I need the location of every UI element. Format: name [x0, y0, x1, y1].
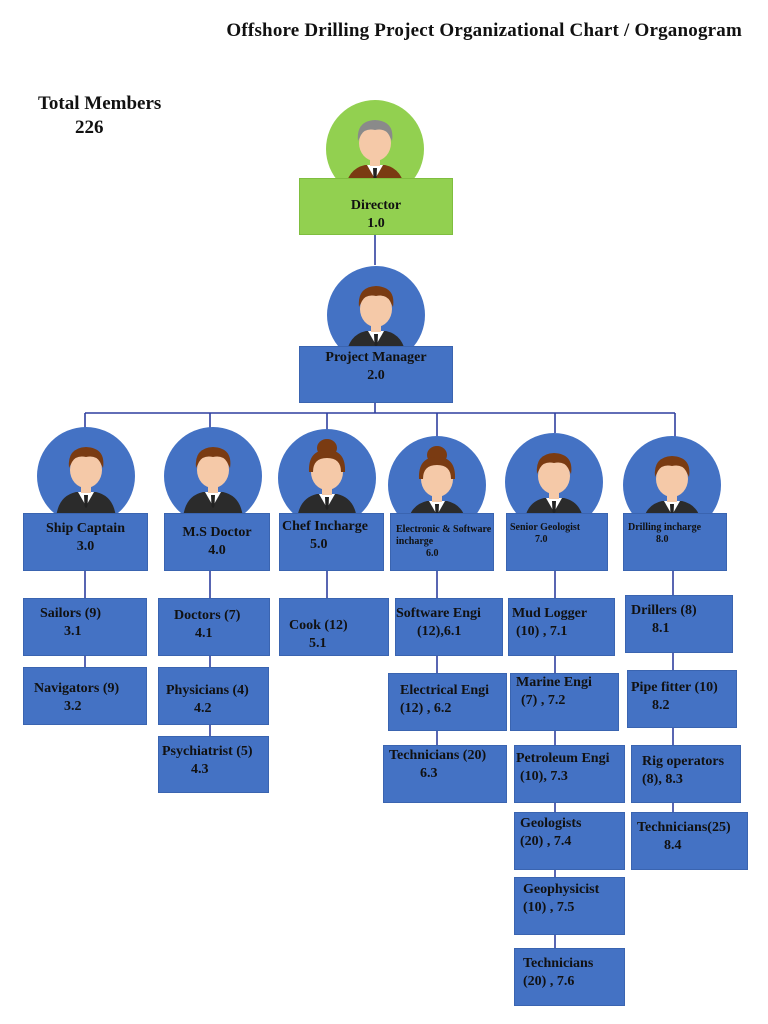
- person-icon: [37, 427, 135, 525]
- sub-line1: Electrical Engi: [400, 683, 490, 698]
- sub-line2: (10), 7.3: [520, 769, 568, 784]
- sub-box-geologists: Geologists (20) , 7.4: [514, 812, 625, 870]
- sub-line2: (20) , 7.6: [523, 974, 575, 989]
- sub-box-technicians-7: Technicians (20) , 7.6: [514, 948, 625, 1006]
- sub-box-geophysicist: Geophysicist (10) , 7.5: [514, 877, 625, 935]
- sub-line1: Cook (12): [289, 618, 348, 633]
- sub-line1: Software Engi: [396, 606, 481, 621]
- sub-box-electrical-engi: Electrical Engi (12) , 6.2: [388, 673, 507, 731]
- sub-line2: (20) , 7.4: [520, 834, 572, 849]
- project-manager-code: 2.0: [367, 368, 385, 383]
- director-title: Director: [350, 198, 402, 213]
- sub-line1: Physicians (4): [166, 683, 249, 698]
- sub-line2: (7) , 7.2: [521, 693, 566, 708]
- chart-title: Offshore Drilling Project Organizational…: [226, 20, 742, 41]
- dept-box-senior-geologist: Senior Geologist 7.0: [506, 513, 608, 571]
- dept-box-drilling-incharge: Drilling incharge 8.0: [623, 513, 727, 571]
- sub-box-sailors: Sailors (9) 3.1: [23, 598, 147, 656]
- sub-box-petroleum-engi: Petroleum Engi (10), 7.3: [514, 745, 625, 803]
- project-manager-box: Project Manager 2.0: [299, 346, 453, 403]
- director-code: 1.0: [367, 216, 385, 231]
- person-icon: [505, 433, 603, 531]
- sub-box-technicians-8: Technicians(25) 8.4: [631, 812, 748, 870]
- chef-incharge-avatar: [277, 428, 377, 533]
- sub-line1: Psychiatrist (5): [162, 744, 253, 759]
- senior-geologist-avatar: [504, 432, 604, 537]
- dept-title: Senior Geologist: [510, 522, 581, 533]
- sub-line2: 3.2: [64, 699, 82, 714]
- total-members-label: Total Members: [38, 93, 162, 114]
- sub-line2: 6.3: [420, 766, 438, 781]
- sub-line2: (10) , 7.1: [516, 624, 568, 639]
- dept-code: 6.0: [426, 548, 439, 559]
- sub-line1: Pipe fitter (10): [631, 680, 718, 695]
- sub-line1: Doctors (7): [174, 608, 241, 623]
- sub-line1: Petroleum Engi: [516, 751, 610, 766]
- sub-line1: Drillers (8): [631, 603, 697, 618]
- dept-code: 5.0: [310, 537, 328, 552]
- sub-box-drillers: Drillers (8) 8.1: [625, 595, 733, 653]
- sub-line1: Technicians(25): [637, 820, 731, 835]
- sub-line2: (12),6.1: [417, 624, 462, 639]
- sub-line2: 8.4: [664, 838, 682, 853]
- person-icon: [278, 429, 376, 527]
- dept-code: 7.0: [535, 534, 548, 545]
- sub-box-psychiatrist: Psychiatrist (5) 4.3: [158, 736, 269, 793]
- sub-box-physicians: Physicians (4) 4.2: [158, 667, 269, 725]
- sub-line2: 3.1: [64, 624, 82, 639]
- person-icon: [164, 427, 262, 525]
- sub-box-cook: Cook (12) 5.1: [279, 598, 389, 656]
- dept-title: Drilling incharge: [628, 522, 702, 533]
- sub-line1: Technicians (20): [389, 748, 487, 763]
- sub-line2: 8.2: [652, 698, 670, 713]
- ms-doctor-avatar: [163, 426, 263, 531]
- ship-captain-avatar: [36, 426, 136, 531]
- sub-box-mud-logger: Mud Logger (10) , 7.1: [508, 598, 615, 656]
- dept-box-chef-incharge: Chef Incharge 5.0: [279, 513, 384, 571]
- sub-line2: 5.1: [309, 636, 327, 651]
- sub-line2: (10) , 7.5: [523, 900, 575, 915]
- sub-box-marine-engi: Marine Engi (7) , 7.2: [510, 673, 619, 731]
- sub-line2: (12) , 6.2: [400, 701, 452, 716]
- sub-box-navigators: Navigators (9) 3.2: [23, 667, 147, 725]
- sub-box-pipe-fitter: Pipe fitter (10) 8.2: [627, 670, 737, 728]
- sub-line2: 4.1: [195, 626, 213, 641]
- dept-box-electronic-software: Electronic & Software incharge 6.0: [390, 513, 494, 571]
- sub-line1: Navigators (9): [34, 681, 120, 696]
- dept-title: Electronic & Software incharge: [396, 524, 492, 547]
- sub-line1: Technicians: [523, 956, 594, 971]
- dept-title: Chef Incharge: [282, 519, 368, 534]
- sub-line1: Geologists: [520, 816, 582, 831]
- dept-code: 3.0: [76, 539, 95, 554]
- total-members: Total Members 226: [38, 92, 161, 140]
- project-manager-title: Project Manager: [325, 350, 427, 365]
- sub-line1: Geophysicist: [523, 882, 600, 897]
- dept-box-ms-doctor: M.S Doctor 4.0: [164, 513, 270, 571]
- dept-code: 4.0: [208, 543, 226, 558]
- sub-box-doctors: Doctors (7) 4.1: [158, 598, 270, 656]
- dept-box-ship-captain: Ship Captain 3.0: [23, 513, 148, 571]
- sub-box-software-engi: Software Engi (12),6.1: [395, 598, 503, 656]
- dept-title: Ship Captain: [46, 521, 125, 536]
- sub-line2: (8), 8.3: [642, 772, 683, 787]
- dept-code: 8.0: [656, 534, 669, 545]
- dept-title: M.S Doctor: [182, 525, 252, 540]
- sub-line1: Mud Logger: [512, 606, 588, 621]
- sub-line2: 4.2: [194, 701, 212, 716]
- sub-line1: Sailors (9): [40, 606, 102, 621]
- director-box: Director 1.0: [299, 178, 453, 235]
- sub-line1: Rig operators: [642, 754, 725, 769]
- sub-box-rig-operators: Rig operators (8), 8.3: [631, 745, 741, 803]
- sub-line2: 4.3: [191, 762, 209, 777]
- sub-line1: Marine Engi: [516, 675, 592, 690]
- total-members-value: 226: [75, 117, 104, 138]
- sub-box-technicians-6: Technicians (20) 6.3: [383, 745, 507, 803]
- sub-line2: 8.1: [652, 621, 670, 636]
